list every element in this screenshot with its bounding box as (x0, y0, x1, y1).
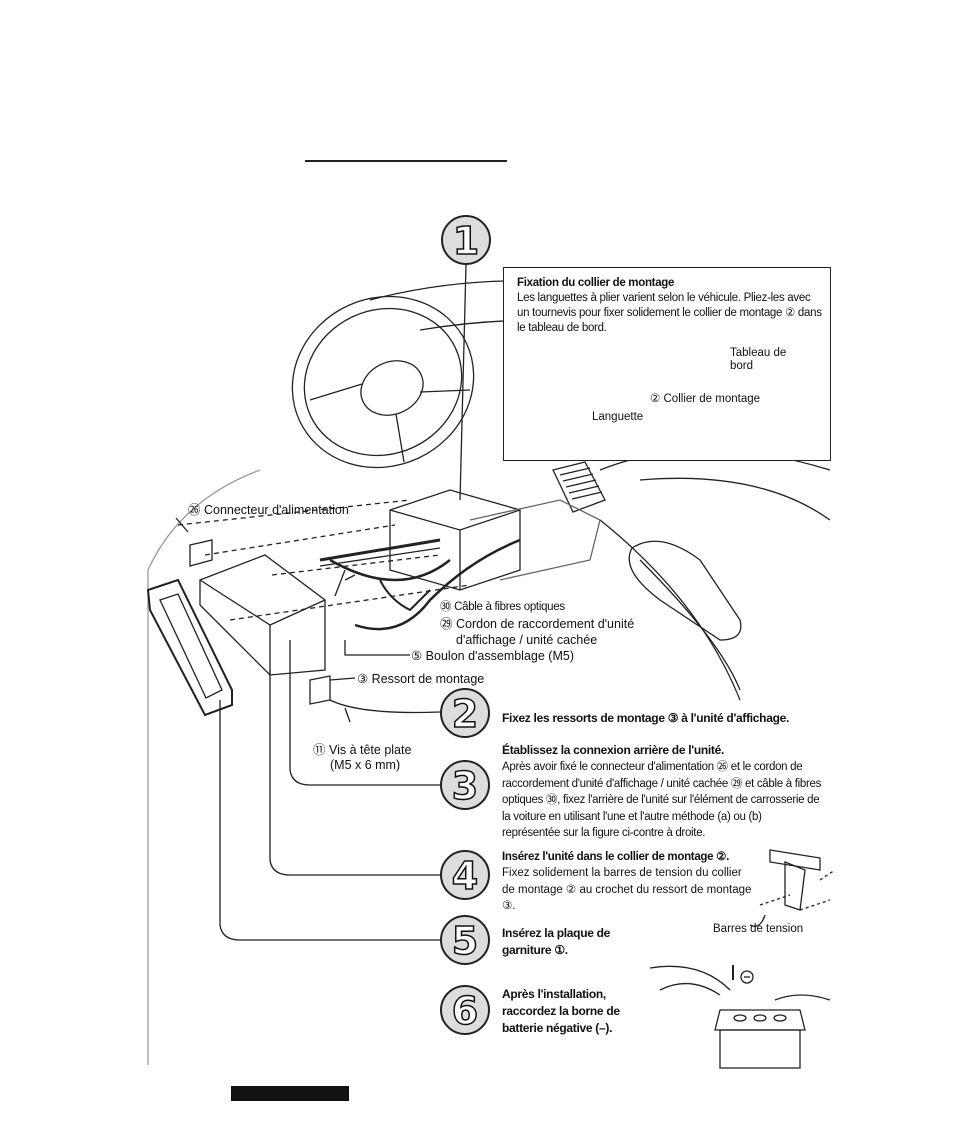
label-bolt: ⑤ Boulon d'assemblage (M5) (411, 649, 574, 663)
step-4-body: Fixez solidement la barres de tension du… (502, 867, 752, 912)
label-dashboard: Tableau de bord (730, 347, 787, 372)
step-3-body: Après avoir fixé le connecteur d'aliment… (502, 761, 822, 839)
label-spring: ③ Ressort de montage (357, 672, 485, 686)
step-2-badge: 2 (440, 688, 490, 738)
label-sleeve: ② Collier de montage (650, 393, 761, 405)
label-screw-line1: ⑪ Vis à tête plate (313, 743, 412, 757)
label-cord-line1: ㉙ Cordon de raccordement d'unité (440, 617, 635, 631)
step-6-title-line2: raccordez la borne de (502, 1004, 620, 1018)
step-5-title-line2: garniture ①. (502, 943, 568, 957)
callout-body: Les languettes à plier varient selon le … (517, 292, 822, 334)
step-3-title: Établissez la connexion arrière de l'uni… (502, 743, 725, 757)
mounting-sleeve-callout: Fixation du collier de montage Les langu… (503, 267, 831, 461)
footer-bar (231, 1086, 349, 1101)
label-tension-bars: Barres de tension (713, 923, 804, 935)
step-5-title-line1: Insérez la plaque de (502, 926, 611, 940)
step-6-title-line3: batterie négative (–). (502, 1021, 613, 1035)
label-fiber-cable: ㉚ Câble à fibres optiques (440, 601, 565, 613)
step-4-badge: 4 (440, 850, 490, 900)
callout-title: Fixation du collier de montage (517, 277, 675, 289)
label-tab: Languette (592, 411, 644, 423)
svg-text:3: 3 (452, 764, 478, 808)
step-3-badge: 3 (440, 760, 490, 810)
label-cord-line2: d'affichage / unité cachée (456, 633, 598, 647)
label-power-connector: ㉖ Connecteur d'alimentation (188, 503, 349, 517)
step-6-title-line1: Après l'installation, (502, 987, 606, 1001)
svg-text:4: 4 (452, 854, 478, 898)
step-6-badge: 6 (440, 985, 490, 1035)
step-5-badge: 5 (440, 915, 490, 965)
step-1-badge: 1 (441, 215, 491, 265)
svg-text:2: 2 (452, 692, 478, 736)
label-screw-line2: (M5 x 6 mm) (330, 758, 401, 772)
header-rule (305, 160, 507, 162)
svg-text:1: 1 (453, 219, 479, 263)
step-2-title: Fixez les ressorts de montage ③ à l'unit… (502, 711, 790, 725)
svg-text:5: 5 (452, 919, 478, 963)
step-4-title: Insérez l'unité dans le collier de monta… (502, 851, 730, 863)
svg-text:6: 6 (452, 989, 478, 1033)
